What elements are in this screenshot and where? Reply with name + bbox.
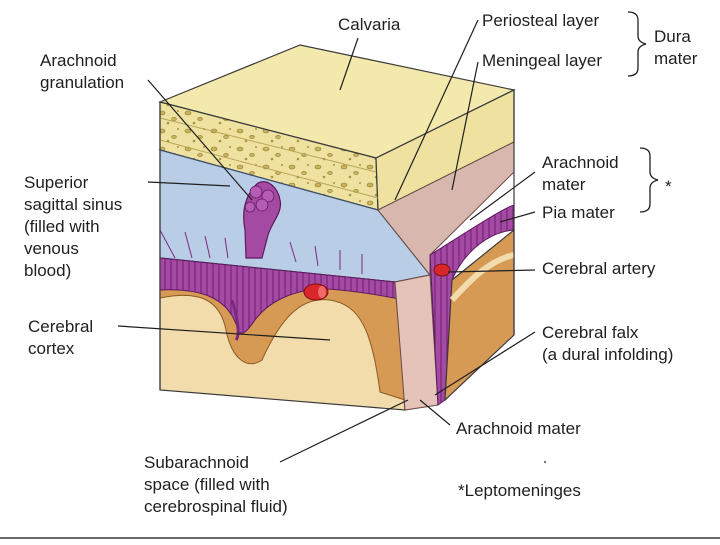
dura-mater-label: Dura mater <box>654 26 697 70</box>
superior-sagittal-sinus-label: Superior sagittal sinus (filled with ven… <box>24 172 122 282</box>
meningeal-layer-label: Meningeal layer <box>482 50 602 72</box>
leptomeninges-asterisk: * <box>665 176 672 198</box>
leptomeninges-brace <box>640 148 658 212</box>
subarachnoid-space-label: Subarachnoid space (filled with cerebros… <box>144 452 288 518</box>
dura-brace <box>628 12 646 76</box>
arachnoid-mater-bottom-label: Arachnoid mater <box>456 418 581 440</box>
cerebral-falx-label: Cerebral falx (a dural infolding) <box>542 322 673 366</box>
calvaria-label: Calvaria <box>338 14 400 36</box>
periosteal-layer-label: Periosteal layer <box>482 10 599 32</box>
pia-mater-label: Pia mater <box>542 202 615 224</box>
leptomeninges-note: *Leptomeninges <box>458 480 581 502</box>
cerebral-cortex-label: Cerebral cortex <box>28 316 93 360</box>
arachnoid-mater-label: Arachnoid mater <box>542 152 619 196</box>
cerebral-artery-label: Cerebral artery <box>542 258 655 280</box>
arachnoid-granulation-label: Arachnoid granulation <box>40 50 124 94</box>
